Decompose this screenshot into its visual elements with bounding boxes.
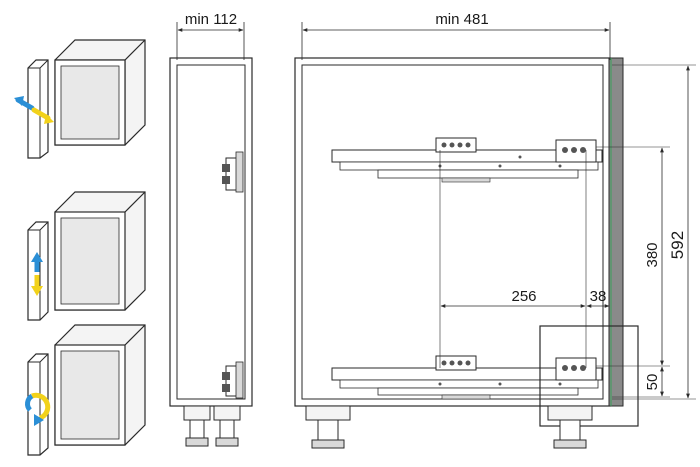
dim-label-height: 592 [668,231,687,259]
detail-frame [539,325,639,427]
adjust-tilt-icon [25,324,146,456]
dim-label-side-depth: min 112 [185,11,237,28]
dim-cabinet-width: min 481 [301,11,611,60]
side-fitting-top [222,151,244,193]
leg [183,405,211,447]
dim-edge-distance: 38 [586,288,610,308]
adjust-height-icon [27,191,146,321]
side-view [169,57,253,447]
side-fitting-bottom [222,361,244,399]
front-view [294,57,624,407]
dim-side-depth: min 112 [176,11,245,60]
dim-label-bottom-offset: 50 [644,374,661,391]
dim-label-cabinet-width: min 481 [435,11,488,28]
rail-top [331,137,603,183]
leg [305,405,351,449]
dim-hole-distance: 256 [439,150,587,368]
adjust-depth-icon [14,39,146,159]
dim-label-edge-distance: 38 [590,288,607,305]
dim-height: 592 [612,64,696,400]
leg [547,405,593,449]
leg [213,405,241,447]
dim-bottom-offset: 50 [612,366,670,398]
dim-label-rail-spacing: 380 [644,242,661,267]
dim-label-hole-distance: 256 [511,288,536,305]
dim-rail-spacing: 380 [596,146,670,367]
